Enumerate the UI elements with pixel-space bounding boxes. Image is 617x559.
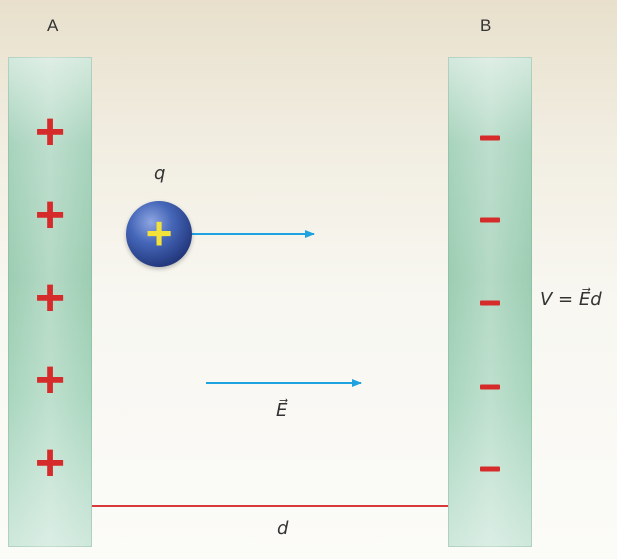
negative-plate-b [448, 57, 532, 547]
negative-charge-icon [480, 300, 500, 306]
positive-charge-icon: + [34, 351, 66, 409]
negative-charge-icon [480, 384, 500, 390]
particle-plus-icon: + [145, 207, 173, 260]
positive-charge-particle: + [126, 201, 192, 267]
positive-charge-icon: + [34, 434, 66, 492]
positive-plate-a: + + + + + [8, 57, 92, 547]
plate-a-label: A [47, 16, 59, 35]
distance-label: d [277, 518, 289, 539]
plate-b-label: B [480, 16, 492, 35]
voltage-formula: V = E⃗d [540, 289, 602, 310]
negative-charge-icon [480, 135, 500, 141]
positive-charge-icon: + [34, 269, 66, 327]
field-label: E⃗ [276, 400, 288, 421]
positive-charge-icon: + [34, 103, 66, 161]
charge-label: q [154, 163, 166, 184]
negative-charge-icon [480, 466, 500, 472]
positive-charge-icon: + [34, 186, 66, 244]
negative-charge-icon [480, 217, 500, 223]
distance-line [92, 505, 448, 507]
